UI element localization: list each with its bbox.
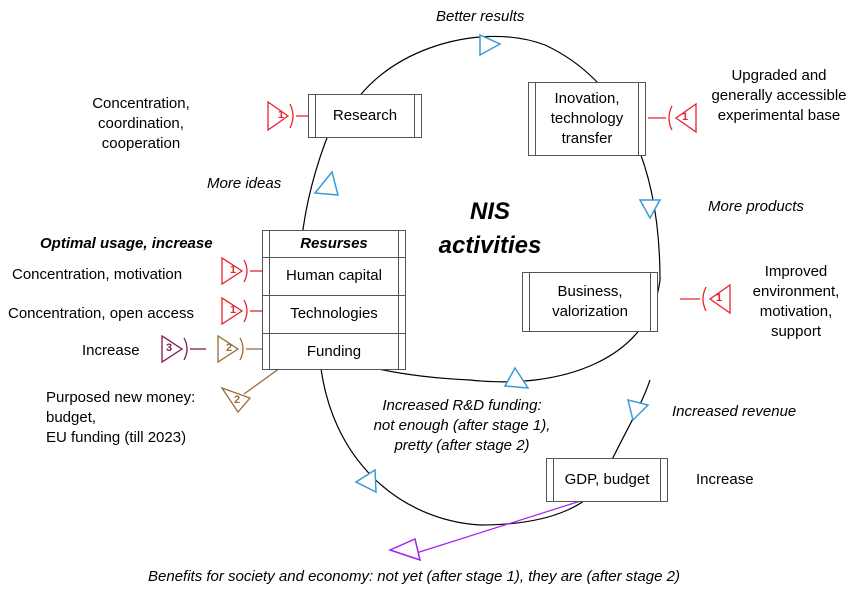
center-title: NIS activities — [430, 195, 550, 263]
note-line: Upgraded and — [731, 67, 827, 84]
stage3-marker-funding — [161, 334, 184, 364]
gdp-box: GDP, budget — [546, 458, 668, 502]
flow-arrow-more-products — [638, 199, 662, 220]
stage1-marker-human — [221, 256, 244, 286]
stage1-marker-business — [708, 283, 731, 315]
resource-row-funding: Funding — [263, 333, 405, 371]
stage1-badge: 1 — [230, 304, 237, 316]
note-new-money: Purposed new money: budget, EU funding (… — [46, 388, 195, 448]
rd-funding-line: not enough (after stage 1), — [373, 417, 551, 434]
note-line: EU funding (till 2023) — [46, 429, 187, 446]
stage2-marker-new-money — [220, 386, 252, 414]
note-gdp: Increase — [696, 471, 754, 488]
stage1-marker-tech — [221, 296, 244, 326]
note-line: budget, — [46, 409, 97, 426]
note-line: coordination, — [98, 115, 184, 132]
note-line: generally accessible — [711, 87, 847, 104]
business-line: Business, — [557, 283, 623, 300]
stage2-badge: 2 — [234, 394, 241, 406]
innovation-line: technology — [550, 110, 624, 127]
resources-box: Resurses Human capital Technologies Fund… — [262, 230, 406, 370]
note-research: Concentration, coordination, cooperation — [78, 94, 204, 154]
innovation-line: Inovation, — [554, 90, 620, 107]
note-funding: Increase — [82, 342, 140, 359]
research-label: Research — [332, 107, 398, 124]
business-line: valorization — [552, 303, 628, 320]
label-increased-revenue: Increased revenue — [672, 403, 797, 420]
note-line: Purposed new money: — [46, 389, 196, 406]
label-more-ideas: More ideas — [207, 175, 282, 192]
stage1-badge: 1 — [682, 111, 689, 123]
business-box: Business, valorization — [522, 272, 658, 332]
rd-funding-line: pretty (after stage 2) — [394, 437, 530, 454]
business-label: Business, valorization — [523, 282, 657, 322]
resource-row-human-capital: Human capital — [263, 257, 405, 295]
benefits-arrow — [387, 537, 422, 562]
label-better-results: Better results — [436, 8, 525, 25]
note-line: experimental base — [717, 107, 841, 124]
flow-arrow-increased-revenue — [626, 398, 650, 422]
label-benefits: Benefits for society and economy: not ye… — [148, 568, 680, 585]
resources-title: Resurses — [300, 235, 368, 252]
stage1-badge: 1 — [716, 292, 723, 304]
label-more-products: More products — [708, 198, 804, 215]
funding-cycle-loop — [319, 359, 651, 526]
stage1-badge: 1 — [230, 264, 237, 276]
note-technologies: Concentration, open access — [8, 305, 194, 322]
stage1-badge: 1 — [278, 109, 285, 121]
gdp-label: GDP, budget — [564, 471, 650, 488]
innovation-box: Inovation, technology transfer — [528, 82, 646, 156]
research-box: Research — [308, 94, 422, 138]
innovation-line: transfer — [561, 130, 613, 147]
resource-row-technologies: Technologies — [263, 295, 405, 333]
innovation-label: Inovation, technology transfer — [529, 89, 645, 149]
label-increased-rd-funding: Increased R&D funding: not enough (after… — [352, 396, 572, 456]
stage3-badge: 3 — [166, 342, 173, 354]
note-line: environment, — [752, 283, 840, 300]
flow-arrow-more-ideas — [313, 170, 339, 196]
flow-arrow-rd-funding — [503, 366, 530, 389]
stage2-badge: 2 — [226, 342, 233, 354]
flow-arrow-better-results — [479, 33, 502, 57]
note-optimal-usage: Optimal usage, increase — [40, 235, 213, 252]
stage1-marker-research — [267, 100, 290, 132]
note-line: Concentration, — [92, 95, 190, 112]
rd-funding-line: Increased R&D funding: — [382, 397, 542, 414]
note-line: motivation, — [759, 303, 833, 320]
center-title-line2: activities — [438, 232, 542, 259]
stage1-marker-innovation — [674, 102, 697, 134]
stage2-marker-funding — [217, 334, 240, 364]
center-title-line1: NIS — [469, 198, 510, 225]
note-line: Improved — [764, 263, 828, 280]
note-innovation: Upgraded and generally accessible experi… — [700, 66, 858, 126]
note-line: support — [770, 323, 822, 340]
note-line: cooperation — [101, 135, 181, 152]
note-business: Improved environment, motivation, suppor… — [734, 262, 858, 342]
note-human-capital: Concentration, motivation — [12, 266, 183, 283]
flow-arrow-lower-loop — [354, 468, 377, 494]
